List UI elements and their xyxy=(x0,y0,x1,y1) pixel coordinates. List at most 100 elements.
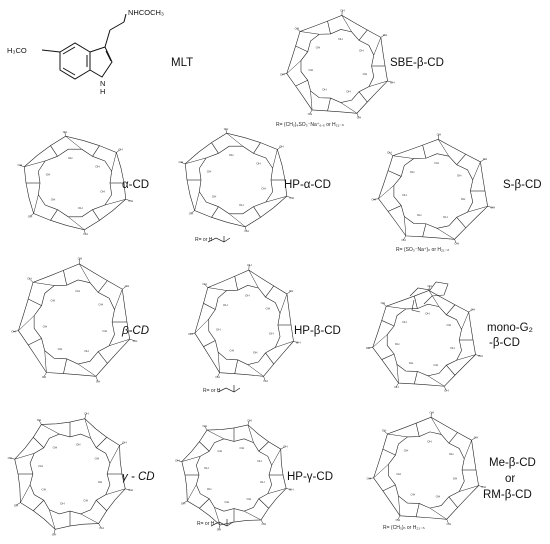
hydroxyl-label: OH xyxy=(261,187,266,191)
glucose-unit-bond xyxy=(253,142,261,154)
glucose-unit-bond xyxy=(185,157,207,164)
hydroxyl-label: OH xyxy=(491,206,496,210)
hydroxyl-label: OH xyxy=(133,339,138,343)
hydroxyl-label: OH xyxy=(38,464,43,468)
glucose-unit-bond xyxy=(265,285,274,298)
hydroxyl-label: OH xyxy=(296,341,301,345)
glucose-unit-bond xyxy=(446,304,456,316)
hydroxyl-label: OH xyxy=(256,162,261,166)
label-hp-beta-cd: HP-β-CD xyxy=(294,325,341,337)
glucose-unit-bond xyxy=(50,209,58,221)
glucose-unit-bond xyxy=(392,155,414,159)
glucose-unit-bond xyxy=(265,352,274,365)
glucose-unit-bond xyxy=(340,102,358,114)
melatonin-h-label: H xyxy=(100,87,105,96)
hydroxyl-label: OH xyxy=(78,256,83,260)
hydroxyl-label: OH xyxy=(447,522,452,526)
hydroxyl-label: OH xyxy=(203,424,208,428)
glucose-unit-bond xyxy=(327,98,331,111)
hydroxyl-label: OH xyxy=(27,277,32,281)
glucose-unit-bond xyxy=(415,503,420,517)
hydroxymethyl-bond xyxy=(397,515,401,521)
hydroxymethyl-bond xyxy=(13,330,19,332)
hydroxymethyl-bond xyxy=(98,523,102,529)
glucose-unit-bond xyxy=(50,145,58,157)
hydroxyl-label: OH xyxy=(471,307,476,311)
glucose-unit-bond xyxy=(20,484,31,503)
hydroxyl-label: OH xyxy=(58,347,63,351)
glucose-unit-bond xyxy=(422,145,427,159)
hydroxyl-label: OH xyxy=(283,445,288,449)
glucose-unit-bond xyxy=(265,196,287,203)
hydroxyl-label: OH xyxy=(395,342,400,346)
glucose-unit-bond xyxy=(368,80,388,87)
hydroxymethyl-bond xyxy=(309,109,313,115)
hydroxymethyl-bond xyxy=(9,457,15,460)
hydroxymethyl-bond xyxy=(296,28,301,32)
glucose-unit-bond xyxy=(398,495,401,516)
hydroxyl-label: OH xyxy=(387,150,392,154)
hydroxyl-label: OH xyxy=(474,435,479,439)
glucose-unit-bond xyxy=(456,217,467,228)
glucose-unit-bond xyxy=(114,289,123,310)
hydroxyl-label: OH xyxy=(68,156,73,160)
glucose-unit-bond xyxy=(63,358,68,374)
hydroxyl-label: OH xyxy=(401,238,406,242)
glucose-unit-bond xyxy=(203,303,216,310)
note-hp-beta: R= or H xyxy=(203,388,221,394)
hydroxymethyl-bond xyxy=(395,382,399,388)
glucose-unit-bond xyxy=(33,500,44,511)
glucose-unit-bond xyxy=(253,206,261,218)
hydroxyl-label: OH xyxy=(280,72,285,76)
hydroxyl-label: OH xyxy=(481,485,486,489)
hydroxyl-label: OH xyxy=(118,148,123,152)
hydroxymethyl-bond xyxy=(286,488,292,490)
glucose-unit-bond xyxy=(258,441,269,452)
glucose-unit-bond xyxy=(211,142,219,154)
glucose-unit-bond xyxy=(92,209,100,221)
hydroxymethyl-bond xyxy=(286,290,291,295)
glucose-unit-bond xyxy=(358,91,368,103)
hydroxyl-label: OH xyxy=(51,197,56,201)
hydroxymethyl-bond xyxy=(122,285,127,290)
glucose-unit-bond xyxy=(414,371,418,385)
hydroxyl-label: OH xyxy=(84,349,89,353)
ring-outer-path xyxy=(373,416,479,520)
glucose-unit-bond xyxy=(272,149,278,169)
hydroxyl-label: OH xyxy=(75,289,80,293)
hydroxyl-label: OH xyxy=(247,497,252,501)
hydroxyl-label: OH xyxy=(483,157,488,161)
hydroxyl-label: OH xyxy=(37,418,42,422)
hydroxymethyl-bond xyxy=(380,34,385,38)
hydroxyl-label: OH xyxy=(224,127,229,131)
hydroxyl-label: OH xyxy=(266,306,271,310)
hydroxymethyl-bond xyxy=(19,165,25,167)
glucose-unit-bond xyxy=(358,29,368,41)
glucose-unit-bond xyxy=(217,352,220,373)
glucose-unit-bond xyxy=(430,417,442,435)
glucose-unit-bond xyxy=(33,194,39,214)
glucose-unit-bond xyxy=(229,213,246,227)
hydroxymethyl-bond xyxy=(119,442,125,446)
hydroxymethyl-bond xyxy=(388,152,393,156)
glucose-unit-bond xyxy=(267,488,287,494)
glucose-unit-bond xyxy=(396,364,399,384)
glucose-unit-bond xyxy=(461,311,469,330)
glucose-unit-bond xyxy=(437,139,450,157)
label-s-beta-cd: S-β-CD xyxy=(503,179,542,191)
hydroxymethyl-bond xyxy=(478,485,484,488)
hydroxymethyl-bond xyxy=(368,477,374,479)
glucose-unit-bond xyxy=(382,448,396,456)
maltosyl-branch-path xyxy=(409,281,449,305)
hydroxymethyl-bond xyxy=(382,302,387,307)
glucose-unit-bond xyxy=(77,363,97,377)
hydroxymethyl-bond xyxy=(176,460,182,462)
hydroxymethyl-bond xyxy=(84,413,87,419)
hydroxyl-label: OH xyxy=(427,284,432,288)
glucose-unit-bond xyxy=(49,509,56,530)
hydroxyl-label: OH xyxy=(410,170,415,174)
